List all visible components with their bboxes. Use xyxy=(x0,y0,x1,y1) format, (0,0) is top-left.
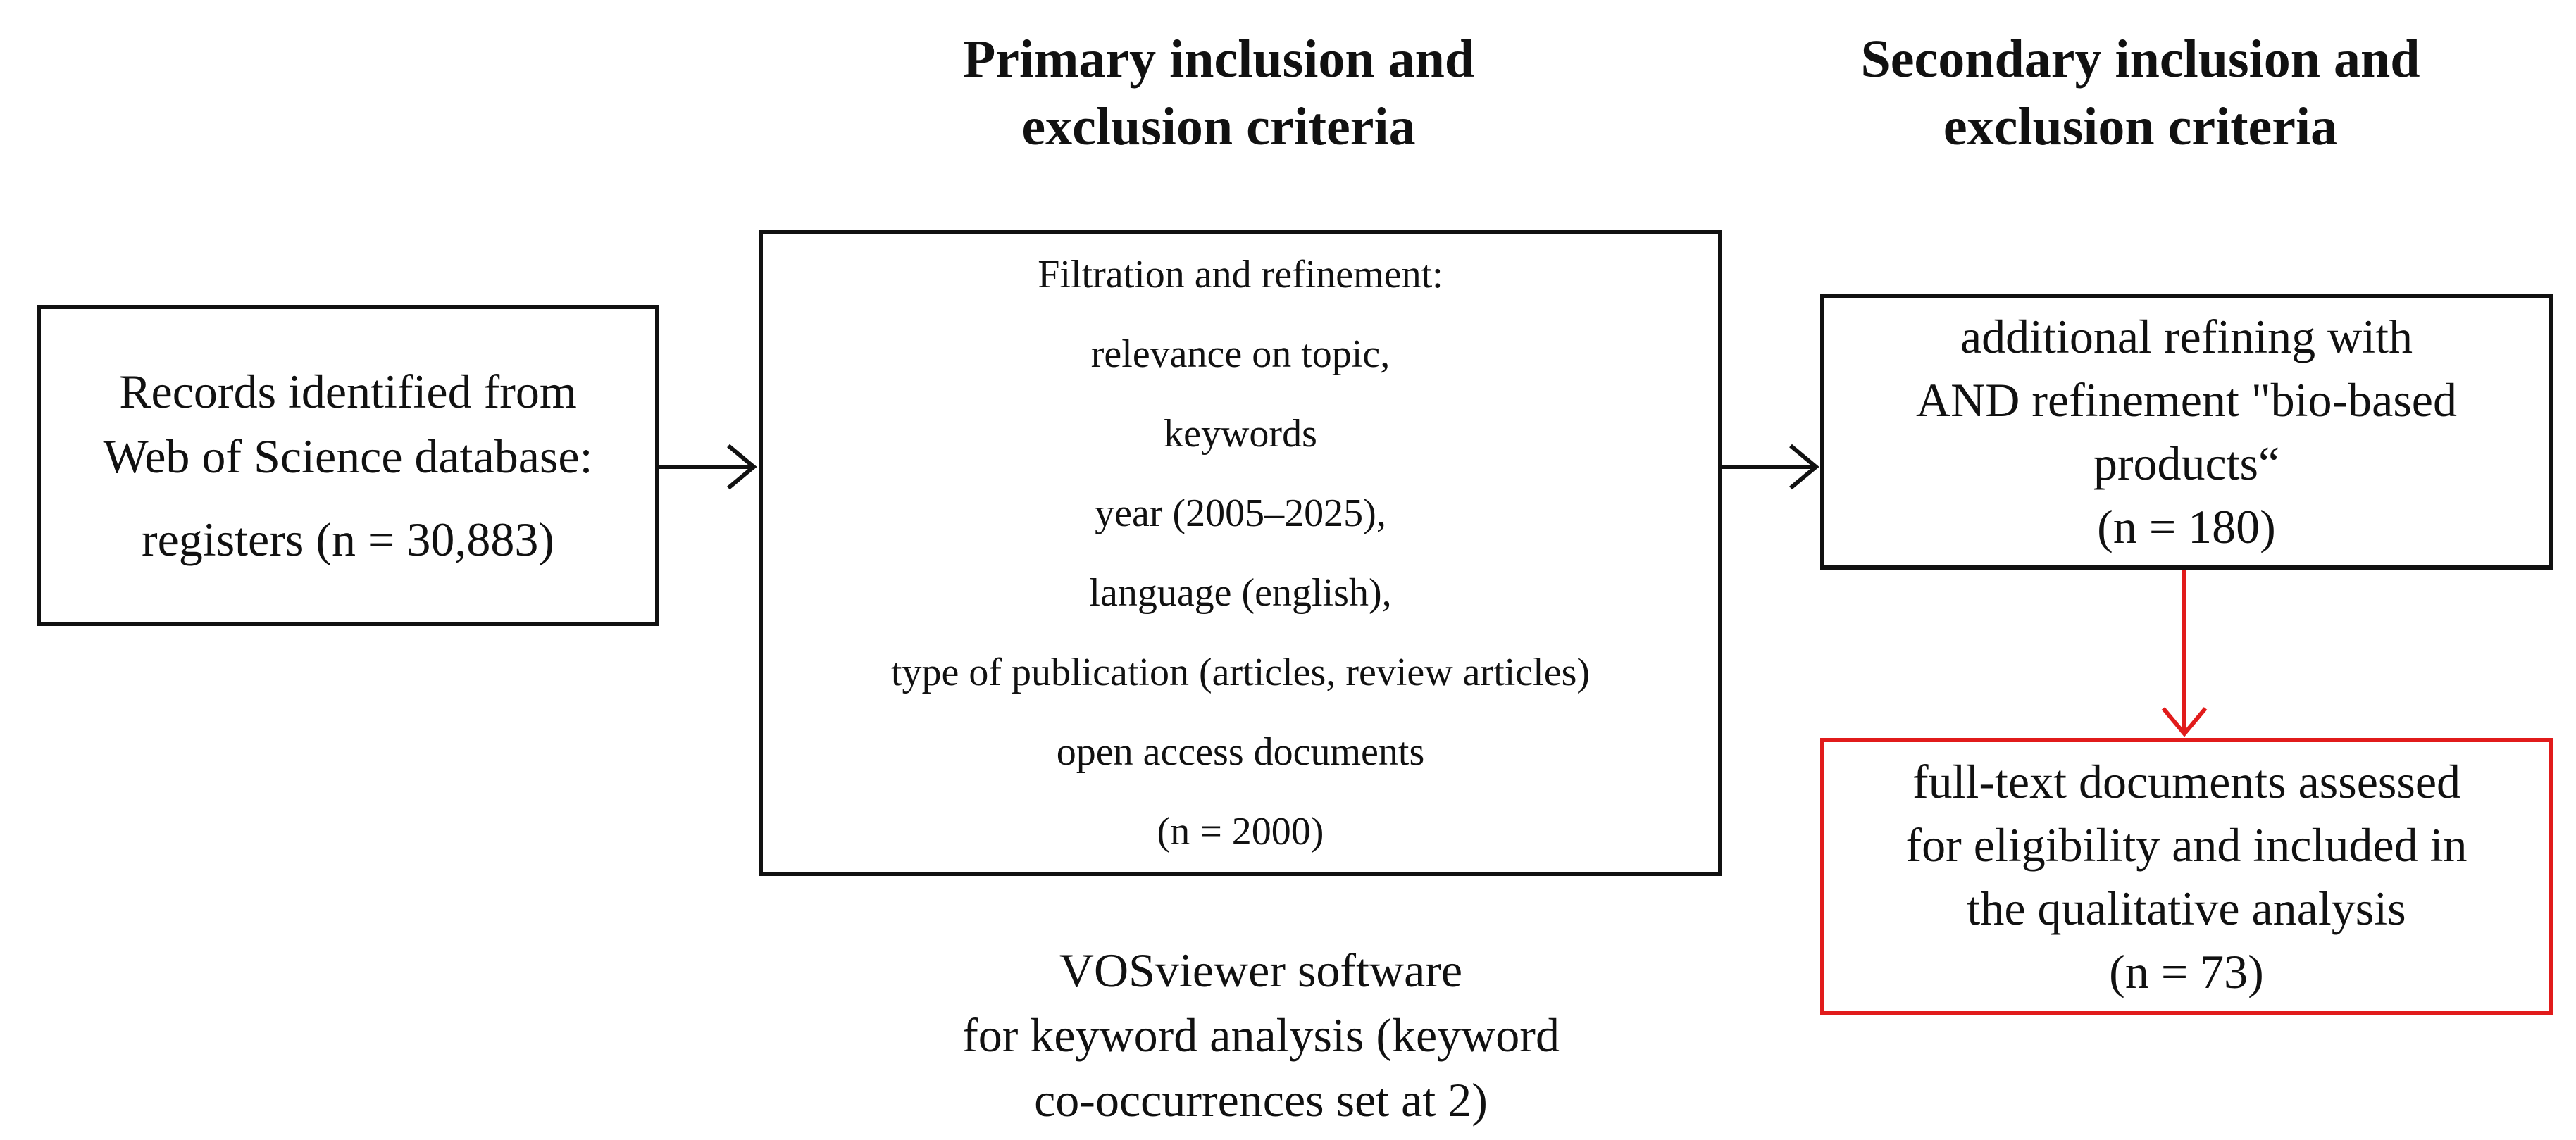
fulltext-line: for eligibility and included in xyxy=(1905,818,2468,872)
heading-line: Primary inclusion and xyxy=(962,30,1475,89)
additional-count: (n = 180) xyxy=(2097,500,2276,553)
vosviewer-line: VOSviewer software xyxy=(1059,944,1463,997)
filtration-line: type of publication (articles, review ar… xyxy=(890,650,1591,694)
primary-criteria-heading: Primary inclusion and exclusion criteria xyxy=(761,25,1676,161)
filtration-line: open access documents xyxy=(1056,729,1425,774)
secondary-criteria-heading: Secondary inclusion and exclusion criter… xyxy=(1705,25,2576,161)
filtration-line: language (english), xyxy=(1089,570,1392,615)
heading-line: exclusion criteria xyxy=(1943,97,2338,156)
filtration-box: Filtration and refinement: relevance on … xyxy=(759,230,1722,876)
records-line: Records identified from xyxy=(119,365,577,418)
additional-line: AND refinement "bio-based xyxy=(1916,373,2457,427)
vosviewer-note: VOSviewer software for keyword analysis … xyxy=(761,938,1761,1132)
filtration-line: Filtration and refinement: xyxy=(1038,252,1443,296)
filtration-line: keywords xyxy=(1164,411,1317,456)
records-line: Web of Science database: xyxy=(103,430,593,483)
additional-line: products“ xyxy=(2093,437,2280,490)
vosviewer-line: for keyword analysis (keyword xyxy=(962,1008,1560,1062)
filtration-count: (n = 2000) xyxy=(1157,809,1324,853)
arrow-records-to-filtration xyxy=(659,444,757,490)
vosviewer-line: co-occurrences set at 2) xyxy=(1034,1073,1488,1127)
additional-line: additional refining with xyxy=(1960,310,2413,363)
filtration-line: relevance on topic, xyxy=(1090,332,1390,376)
heading-line: exclusion criteria xyxy=(1021,97,1416,156)
arrow-filtration-to-additional xyxy=(1722,444,1819,490)
records-count: registers (n = 30,883) xyxy=(141,513,554,566)
fulltext-documents-box: full-text documents assessed for eligibi… xyxy=(1820,738,2553,1015)
fulltext-line: the qualitative analysis xyxy=(1967,882,2406,935)
fulltext-line: full-text documents assessed xyxy=(1912,755,2461,808)
additional-refining-box: additional refining with AND refinement … xyxy=(1820,294,2553,570)
fulltext-count: (n = 73) xyxy=(2109,945,2264,998)
records-identified-box: Records identified from Web of Science d… xyxy=(37,305,659,626)
filtration-line: year (2005–2025), xyxy=(1095,491,1386,535)
heading-line: Secondary inclusion and xyxy=(1860,30,2420,89)
arrow-additional-to-fulltext xyxy=(2161,570,2208,737)
